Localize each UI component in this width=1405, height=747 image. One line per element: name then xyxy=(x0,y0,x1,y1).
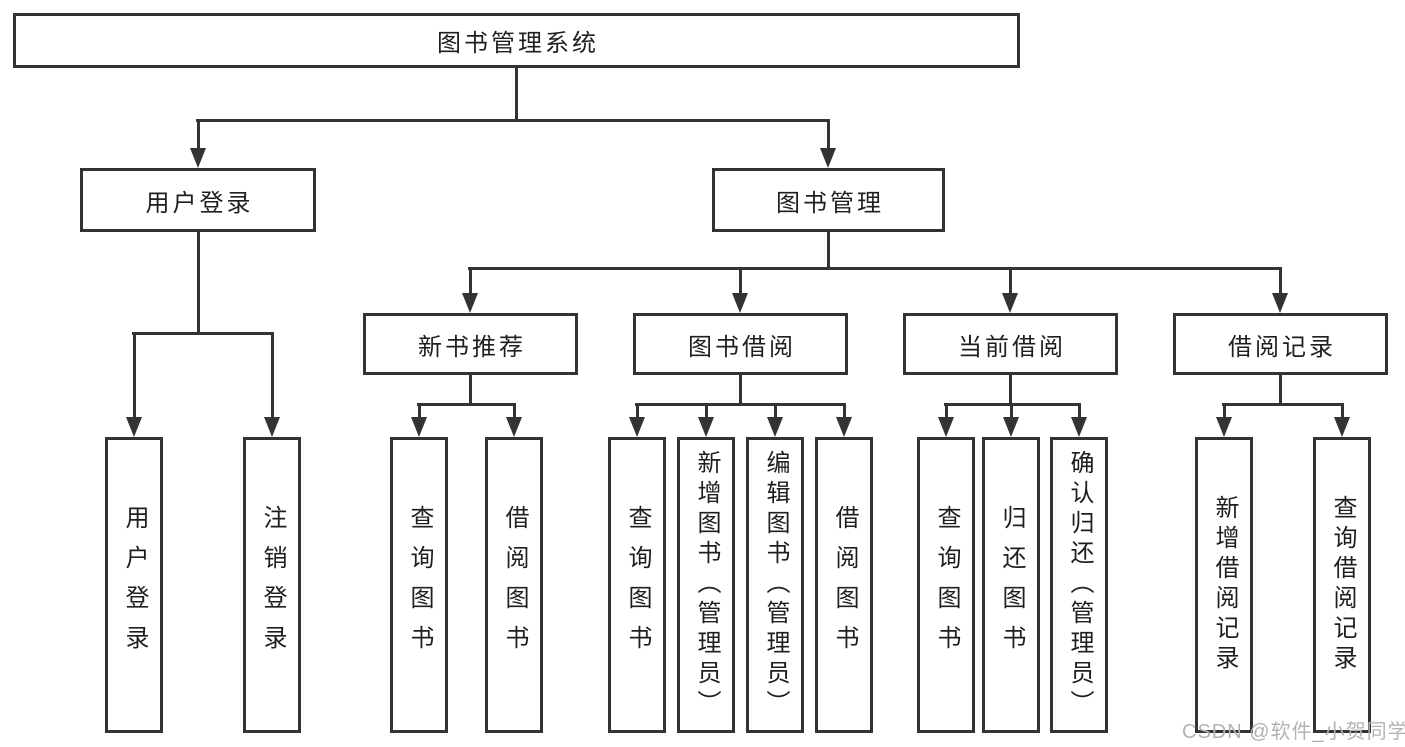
arrow-down-icon xyxy=(1272,293,1288,313)
connector-line xyxy=(635,403,846,406)
arrow-down-icon xyxy=(1216,417,1232,437)
node-label: 确认归还（管理员） xyxy=(1066,450,1093,720)
arrow-down-icon xyxy=(820,148,836,168)
leaf-edit-book-admin: 编辑图书（管理员） xyxy=(746,437,804,733)
connector-line xyxy=(271,332,274,419)
connector-line xyxy=(196,119,830,122)
connector-line xyxy=(827,232,830,270)
connector-line xyxy=(827,119,830,150)
connector-line xyxy=(636,403,639,419)
connector-line xyxy=(1009,375,1012,406)
node-label: 用户登录 xyxy=(121,505,148,665)
connector-line xyxy=(739,267,742,295)
node-label: 图书管理 xyxy=(776,189,884,217)
node-label: 查询图书 xyxy=(624,505,651,665)
connector-line xyxy=(1010,403,1013,419)
leaf-borrow-books: 借阅图书 xyxy=(485,437,543,733)
node-borrowing-records: 借阅记录 xyxy=(1173,313,1388,375)
connector-line xyxy=(469,375,472,406)
arrow-down-icon xyxy=(1003,417,1019,437)
node-label: 新增借阅记录 xyxy=(1211,495,1238,675)
node-label: 图书管理系统 xyxy=(437,30,599,57)
node-label: 查询图书 xyxy=(933,505,960,665)
connector-line xyxy=(1009,267,1012,295)
connector-line xyxy=(945,403,948,419)
connector-line xyxy=(1223,403,1226,419)
node-label: 归还图书 xyxy=(998,505,1025,665)
arrow-down-icon xyxy=(1071,417,1087,437)
leaf-add-borrow-record: 新增借阅记录 xyxy=(1195,437,1253,733)
arrow-down-icon xyxy=(506,417,522,437)
node-label: 新书推荐 xyxy=(418,333,526,361)
connector-line xyxy=(1279,375,1282,406)
node-label: 图书借阅 xyxy=(688,333,796,361)
leaf-query-borrow-record: 查询借阅记录 xyxy=(1313,437,1371,733)
connector-line xyxy=(515,68,518,122)
connector-line xyxy=(739,375,742,406)
connector-line xyxy=(513,403,516,419)
connector-line xyxy=(1341,403,1344,419)
node-label: 查询借阅记录 xyxy=(1329,495,1356,675)
csdn-watermark: CSDN @软件_小贺同学 xyxy=(1182,721,1405,743)
leaf-add-book-admin: 新增图书（管理员） xyxy=(677,437,735,733)
leaf-confirm-return-admin: 确认归还（管理员） xyxy=(1050,437,1108,733)
node-label: 注销登录 xyxy=(259,505,286,665)
arrow-down-icon xyxy=(462,293,478,313)
arrow-down-icon xyxy=(1334,417,1350,437)
arrow-down-icon xyxy=(126,417,142,437)
connector-line xyxy=(1078,403,1081,419)
node-label: 查询图书 xyxy=(406,505,433,665)
connector-line xyxy=(469,267,472,295)
arrow-down-icon xyxy=(836,417,852,437)
node-label: 编辑图书（管理员） xyxy=(762,450,789,720)
node-label: 借阅图书 xyxy=(831,505,858,665)
connector-line xyxy=(418,403,421,419)
connector-line xyxy=(197,119,200,150)
node-label: 当前借阅 xyxy=(958,333,1066,361)
connector-line xyxy=(774,403,777,419)
node-label: 新增图书（管理员） xyxy=(693,450,720,720)
node-label: 借阅图书 xyxy=(501,505,528,665)
leaf-user-login: 用户登录 xyxy=(105,437,163,733)
node-library-system: 图书管理系统 xyxy=(13,13,1020,68)
connector-line xyxy=(468,267,1282,270)
arrow-down-icon xyxy=(1002,293,1018,313)
leaf-query-books: 查询图书 xyxy=(608,437,666,733)
connector-line xyxy=(133,332,136,419)
arrow-down-icon xyxy=(264,417,280,437)
node-book-borrowing: 图书借阅 xyxy=(633,313,848,375)
connector-line xyxy=(417,403,516,406)
leaf-query-books: 查询图书 xyxy=(917,437,975,733)
leaf-return-book: 归还图书 xyxy=(982,437,1040,733)
connector-line xyxy=(197,232,200,335)
connector-line xyxy=(843,403,846,419)
connector-line xyxy=(705,403,708,419)
node-current-borrowing: 当前借阅 xyxy=(903,313,1118,375)
arrow-down-icon xyxy=(190,148,206,168)
arrow-down-icon xyxy=(411,417,427,437)
node-user-login: 用户登录 xyxy=(80,168,316,232)
arrow-down-icon xyxy=(629,417,645,437)
arrow-down-icon xyxy=(938,417,954,437)
node-new-book-recommendation: 新书推荐 xyxy=(363,313,578,375)
node-label: 借阅记录 xyxy=(1228,333,1336,361)
leaf-logout: 注销登录 xyxy=(243,437,301,733)
arrow-down-icon xyxy=(698,417,714,437)
leaf-borrow-books: 借阅图书 xyxy=(815,437,873,733)
arrow-down-icon xyxy=(767,417,783,437)
connector-line xyxy=(132,332,274,335)
connector-line xyxy=(1222,403,1344,406)
arrow-down-icon xyxy=(732,293,748,313)
leaf-query-books: 查询图书 xyxy=(390,437,448,733)
connector-line xyxy=(1279,267,1282,295)
node-book-management: 图书管理 xyxy=(712,168,945,232)
node-label: 用户登录 xyxy=(145,189,254,217)
